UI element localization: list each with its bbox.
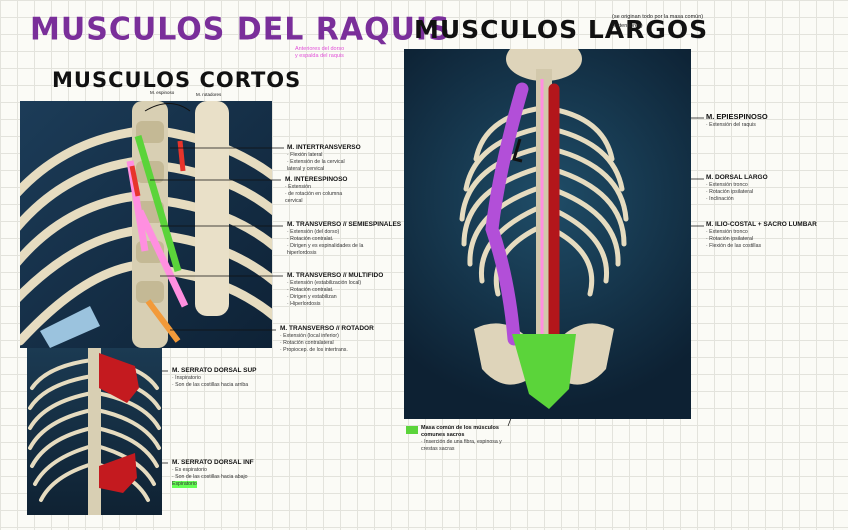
label-masa-comun: Masa común de los músculos comunes sacro… <box>421 425 502 452</box>
long-muscles-illustration <box>404 49 691 419</box>
label-rotador: M. TRANSVERSO // ROTADOR · Extensión (lo… <box>280 325 374 353</box>
label-interespinoso: M. INTERESPINOSO · Extensión · de rotaci… <box>285 176 348 204</box>
label-serrato-inf: M. SERRATO DORSAL INF · Es espiratorio ·… <box>172 459 254 488</box>
long-muscles-svg <box>459 49 629 409</box>
short-muscles-svg <box>20 101 272 348</box>
label-multifido: M. TRANSVERSO // MULTIFIDO · Extensión (… <box>287 272 384 307</box>
section-title-largos: MUSCULOS LARGOS <box>414 15 709 44</box>
label-dorsal-largo: M. DORSAL LARGO · Extensión tronco · Rot… <box>706 174 768 202</box>
page-subtitle: Anteriores del dorso y espalda del raqui… <box>295 46 345 59</box>
largos-note: (se originan todo por la masa común) <box>612 14 704 20</box>
label-serrato-sup: M. SERRATO DORSAL SUP · Inspiratorio · S… <box>172 367 257 388</box>
legend-swatch-green <box>406 426 418 434</box>
highlight-espiratorio: Espiratorio <box>172 481 197 488</box>
page-title: MUSCULOS DEL RAQUIS <box>30 11 451 48</box>
largos-note-2: (extensores) <box>612 23 643 29</box>
top-label-rotadores: M. rotadores <box>196 92 222 97</box>
short-muscles-illustration <box>20 101 272 348</box>
label-epiespinoso: M. EPIESPINOSO · Extensión del raquis <box>706 112 768 128</box>
label-iliocostal: M. ILIO-COSTAL + SACRO LUMBAR · Extensió… <box>706 221 817 249</box>
top-label-espinoso: M. espinoso <box>150 90 175 95</box>
serratus-svg <box>28 348 161 515</box>
label-semiespinales: M. TRANSVERSO // SEMIESPINALES · Extensi… <box>287 221 402 256</box>
serratus-illustration <box>27 348 162 515</box>
section-title-cortos: MUSCULOS CORTOS <box>52 68 302 92</box>
label-intertransverso: M. INTERTRANSVERSO · Flexión lateral · E… <box>287 144 361 172</box>
